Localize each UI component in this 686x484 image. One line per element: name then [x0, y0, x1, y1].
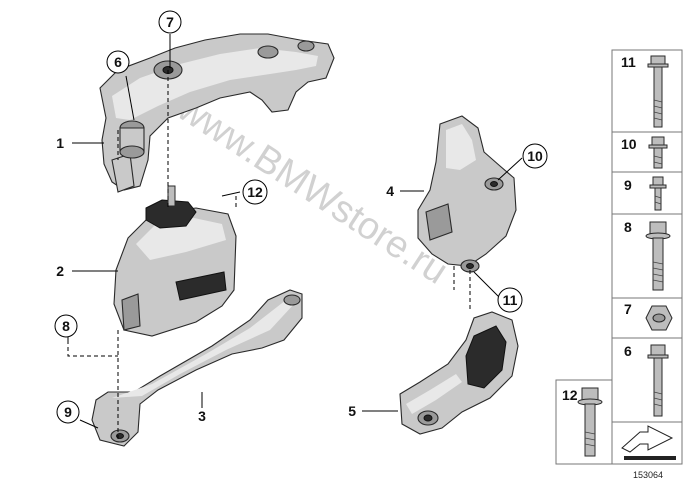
callout-10-label: 10	[527, 148, 543, 164]
short-bolt-icon	[648, 136, 668, 169]
sidebar-label-9: 9	[624, 177, 632, 193]
callout-6: 6	[106, 50, 130, 74]
sidebar-label-7: 7	[624, 301, 632, 317]
callout-7: 7	[158, 10, 182, 34]
callout-11-label: 11	[503, 292, 518, 308]
part-5-pendulum-support	[399, 311, 519, 435]
part-3-support-arm	[91, 289, 303, 447]
callout-9-label: 9	[64, 404, 72, 420]
leader-lines	[67, 34, 523, 429]
callout-5: 5	[348, 403, 356, 419]
part-2-transmission-mount	[113, 185, 237, 337]
callout-8-label: 8	[62, 318, 70, 334]
long-bolt-icon	[647, 344, 669, 417]
callout-9: 9	[56, 400, 80, 424]
callout-8: 8	[54, 314, 78, 338]
hex-nut-icon	[645, 305, 673, 331]
callout-7-label: 7	[166, 14, 174, 30]
callout-4: 4	[386, 183, 394, 199]
flange-bolt-icon	[577, 387, 603, 457]
sidebar-label-12: 12	[562, 387, 578, 403]
direction-arrow-icon	[621, 425, 676, 460]
callout-3: 3	[198, 408, 206, 424]
callout-12-main: 12	[242, 179, 268, 205]
callout-11: 11	[497, 287, 523, 313]
callout-10: 10	[522, 143, 548, 169]
callout-1: 1	[56, 135, 64, 151]
sidebar-label-10: 10	[621, 136, 637, 152]
part-1-engine-support-bracket	[99, 33, 335, 193]
diagram-number: 153064	[633, 470, 663, 480]
long-bolt-icon	[647, 55, 669, 128]
callout-6-label: 6	[114, 54, 122, 70]
part-4-engine-bracket	[417, 115, 517, 273]
sidebar-label-8: 8	[624, 219, 632, 235]
callout-12-label: 12	[247, 184, 263, 200]
callout-2: 2	[56, 263, 64, 279]
fastener-sidebar: 11 10 9 8	[555, 49, 683, 465]
sidebar-label-6: 6	[624, 343, 632, 359]
assembly-lines	[67, 70, 471, 440]
sidebar-label-11: 11	[621, 54, 636, 70]
short-bolt-icon	[649, 176, 667, 211]
flange-bolt-icon	[645, 221, 671, 291]
